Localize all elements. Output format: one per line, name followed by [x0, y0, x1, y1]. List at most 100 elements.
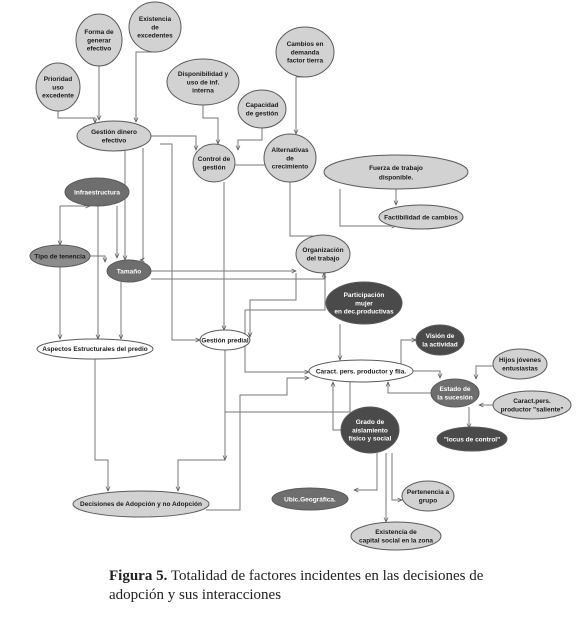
node-shape [430, 378, 480, 408]
node-shape [340, 406, 400, 454]
node-locus: "locus de control" [436, 426, 508, 452]
connector-31 [388, 382, 431, 394]
node-label: aislamiento [352, 427, 388, 434]
node-shape [295, 234, 351, 274]
figure-caption: Figura 5. Totalidad de factores incident… [109, 567, 509, 605]
node-label: uso [52, 84, 64, 91]
node-label: factor tierra [287, 58, 324, 65]
node-shape [106, 259, 152, 283]
node-shape [263, 133, 317, 183]
node-label: de gestión [246, 110, 279, 117]
node-label: Decisiones de Adopción y no Adopción [80, 501, 202, 508]
node-shape [378, 204, 464, 230]
node-shape [401, 480, 455, 512]
node-shape [323, 154, 469, 190]
node-label: del trabajo [307, 255, 340, 262]
node-label: Participación [344, 292, 385, 299]
connector-9 [160, 143, 200, 340]
node-label: Organización [302, 247, 343, 254]
node-shape [350, 521, 442, 551]
node-shape [72, 490, 210, 518]
connector-6 [296, 76, 305, 134]
connector-29 [476, 365, 493, 379]
node-label: mujer [355, 300, 373, 307]
node-caract: Caract. pers. productor y flia. [308, 359, 414, 383]
connector-3 [151, 135, 196, 150]
connector-10 [140, 148, 143, 260]
node-aspectos: Aspectos Estructurales del predio [36, 338, 154, 360]
connector-40 [206, 378, 309, 511]
node-label: entusiastas [502, 365, 538, 372]
node-label: demanda [291, 49, 320, 56]
node-label: excedentes [137, 33, 173, 40]
connector-4 [202, 105, 218, 144]
node-label: generar [87, 37, 111, 44]
node-shape [76, 120, 152, 152]
node-label: Tamaño [117, 268, 141, 275]
node-label: la sucesión [437, 394, 472, 401]
node-label: crecimiento [272, 164, 309, 171]
connector-39 [94, 359, 108, 491]
node-label: Estado de [439, 386, 470, 393]
node-label: Gestión dinero [91, 129, 137, 136]
node-label: Caract. pers. productor y flia. [316, 368, 406, 375]
node-shape [192, 143, 236, 183]
node-label: Existencia de [375, 529, 417, 536]
connector-16 [90, 255, 105, 262]
node-label: en dec.productivas [334, 309, 394, 316]
node-label: Capacidad [246, 102, 279, 109]
node-shape [325, 281, 403, 325]
node-shape [492, 348, 548, 380]
node-tipo-tenencia: Tipo de tenencia [29, 244, 91, 268]
node-shape [308, 359, 414, 383]
node-shape [29, 244, 91, 268]
node-label: Disponibilidad y [178, 71, 229, 78]
node-label: Prioridad [44, 76, 73, 83]
node-label: Aspectos Estructurales del predio [42, 346, 148, 353]
node-factibilidad: Factibilidad de cambios [378, 204, 464, 230]
node-label: Grado de [356, 419, 385, 426]
node-label: Caract.pers. [513, 398, 551, 405]
node-label: gestión [202, 164, 225, 171]
node-label: de [286, 155, 294, 162]
connector-21 [289, 182, 314, 246]
node-gestion-predial: Gestión predial [199, 329, 251, 351]
node-label: Cambios en [287, 41, 324, 48]
factors-diagram: Forma degenerarefectivoExistenciadeexced… [29, 1, 572, 551]
node-label: la actividad [422, 341, 457, 348]
connector-20 [151, 273, 324, 280]
node-label: Tipo de tenencia [34, 253, 86, 260]
connector-25 [244, 273, 326, 372]
node-label: Visión de [426, 333, 455, 340]
connector-36 [391, 453, 402, 500]
node-shape [128, 1, 182, 53]
node-shape [35, 62, 81, 112]
connector-33 [333, 382, 341, 431]
node-label: de [151, 24, 159, 31]
node-ubic: Ubic.Geográfica. [271, 487, 349, 511]
node-shape [436, 426, 508, 452]
node-label: uso de inf. [187, 79, 220, 86]
node-shape [166, 58, 240, 106]
connector-22 [339, 189, 396, 226]
node-label: físico y social [349, 436, 392, 443]
node-label: Fuerza de trabajo [369, 165, 423, 172]
node-shape [275, 26, 335, 78]
node-label: Factibilidad de cambios [384, 214, 458, 221]
connector-37 [178, 382, 351, 491]
node-label: Existencia [139, 16, 172, 23]
caption-label: Figura 5. [109, 568, 168, 584]
